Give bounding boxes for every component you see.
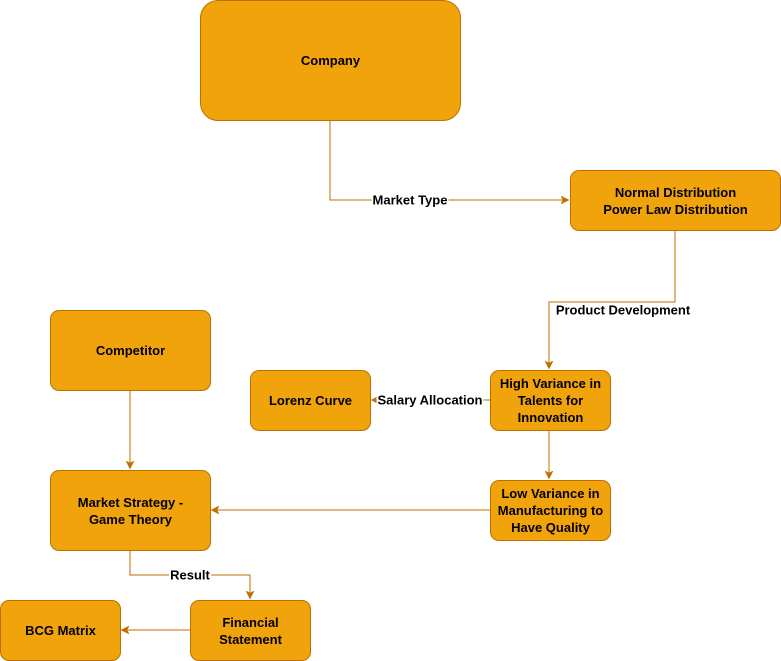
edge-label-product-development: Product Development: [554, 302, 692, 318]
node-distribution[interactable]: Normal Distribution Power Law Distributi…: [570, 170, 781, 231]
node-high-variance-label: High Variance in Talents for Innovation: [499, 376, 602, 425]
node-competitor[interactable]: Competitor: [50, 310, 211, 391]
node-company-label: Company: [300, 53, 361, 68]
node-financial-statement-label: Financial Statement: [219, 614, 282, 647]
edge-company-to-distribution: [329, 120, 568, 200]
node-market-strategy-label: Market Strategy - Game Theory: [77, 494, 184, 527]
node-bcg-matrix-label: BCG Matrix: [25, 623, 96, 638]
node-bcg-matrix[interactable]: BCG Matrix: [0, 600, 121, 661]
node-low-variance-label: Low Variance in Manufacturing to Have Qu…: [497, 486, 604, 535]
node-lorenz-curve-label: Lorenz Curve: [268, 393, 353, 408]
node-competitor-label: Competitor: [95, 343, 166, 358]
node-lorenz-curve[interactable]: Lorenz Curve: [250, 370, 371, 431]
edge-label-result: Result: [169, 567, 211, 583]
edge-distribution-to-high-variance: [549, 230, 676, 368]
node-company[interactable]: Company: [200, 0, 461, 121]
node-high-variance[interactable]: High Variance in Talents for Innovation: [490, 370, 611, 431]
edge-label-salary-allocation: Salary Allocation: [376, 392, 484, 408]
edge-label-market-type: Market Type: [371, 192, 449, 208]
node-market-strategy[interactable]: Market Strategy - Game Theory: [50, 470, 211, 551]
node-low-variance[interactable]: Low Variance in Manufacturing to Have Qu…: [490, 480, 611, 541]
node-distribution-label: Normal Distribution Power Law Distributi…: [603, 184, 748, 217]
node-financial-statement[interactable]: Financial Statement: [190, 600, 311, 661]
